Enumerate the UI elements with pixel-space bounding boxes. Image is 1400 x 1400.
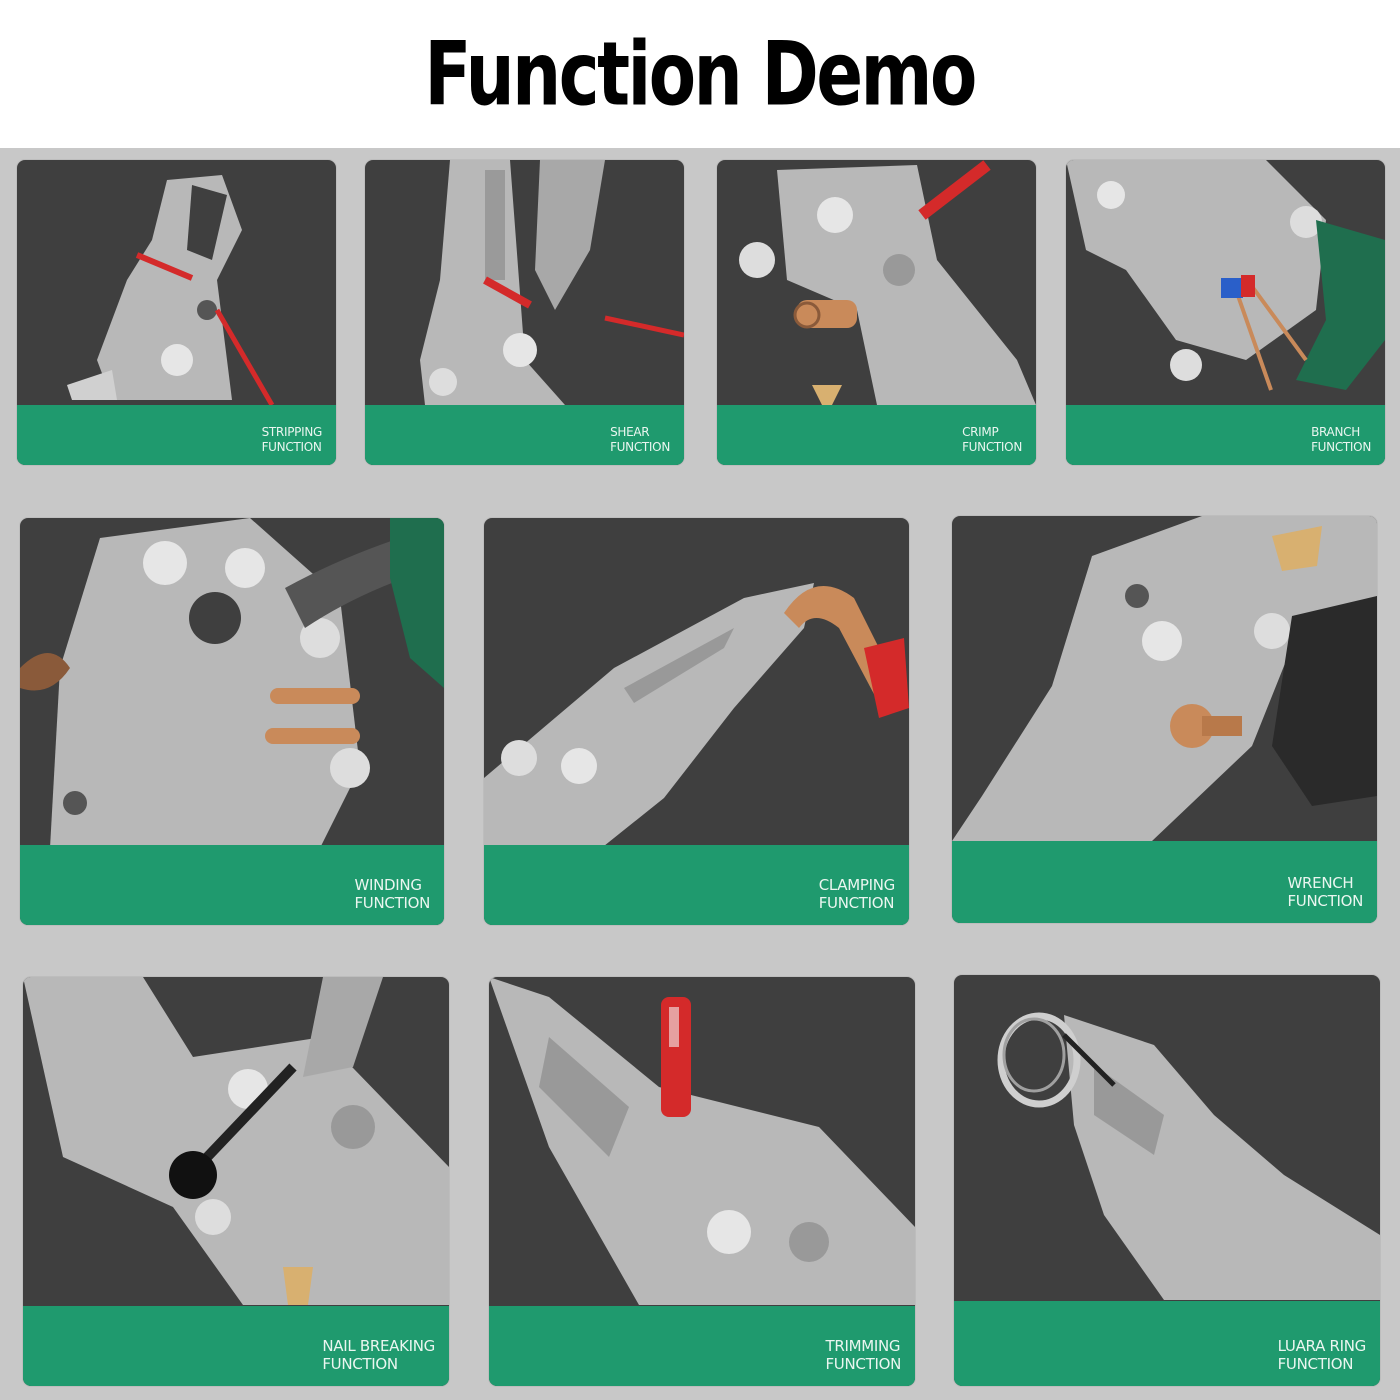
- plier-crimp-icon: [739, 160, 1036, 405]
- card-label: WRENCH FUNCTION: [1287, 873, 1363, 911]
- card-banner: [484, 845, 909, 925]
- card-clamping: CLAMPING FUNCTION: [484, 518, 909, 925]
- plier-nail-breaking-icon: [23, 977, 449, 1305]
- card-banner: [717, 405, 1036, 465]
- card-banner: [952, 841, 1377, 923]
- card-banner: [1066, 405, 1385, 465]
- card-label: LUARA RING FUNCTION: [1277, 1336, 1367, 1374]
- card-banner: [17, 405, 336, 465]
- card-label: TRIMMING FUNCTION: [825, 1336, 901, 1374]
- card-trimming: TRIMMING FUNCTION: [489, 977, 915, 1386]
- card-label: WINDING FUNCTION: [354, 875, 430, 913]
- card-banner: [489, 1306, 915, 1386]
- plier-luara-ring-icon: [997, 1012, 1380, 1300]
- title-bar: Function Demo: [0, 0, 1400, 148]
- card-winding: WINDING FUNCTION: [20, 518, 444, 925]
- page-title: Function Demo: [424, 22, 978, 126]
- card-label: NAIL BREAKING FUNCTION: [322, 1336, 435, 1374]
- card-banner: [20, 845, 444, 925]
- card-banner: [365, 405, 684, 465]
- plier-clamping-icon: [484, 583, 909, 846]
- card-crimp: CRIMP FUNCTION: [717, 160, 1036, 465]
- plier-trimming-icon: [489, 977, 915, 1305]
- plier-winding-icon: [20, 518, 444, 848]
- plier-stripping-icon: [67, 175, 275, 405]
- card-nail-breaking: NAIL BREAKING FUNCTION: [23, 977, 449, 1386]
- plier-wrench-icon: [952, 516, 1377, 841]
- card-banner: [954, 1301, 1380, 1386]
- card-banner: [23, 1306, 449, 1386]
- card-wrench: WRENCH FUNCTION: [952, 516, 1377, 923]
- card-label: CLAMPING FUNCTION: [818, 875, 896, 913]
- card-stripping: STRIPPING FUNCTION: [17, 160, 336, 465]
- plier-shear-icon: [420, 160, 684, 405]
- card-branch: BRANCH FUNCTION: [1066, 160, 1385, 465]
- card-label: BRANCH FUNCTION: [1311, 425, 1371, 454]
- card-label: CRIMP FUNCTION: [962, 425, 1022, 454]
- card-shear: SHEAR FUNCTION: [365, 160, 684, 465]
- card-label: STRIPPING FUNCTION: [261, 425, 323, 454]
- card-luara-ring: LUARA RING FUNCTION: [954, 975, 1380, 1386]
- plier-branch-icon: [1066, 160, 1385, 391]
- card-label: SHEAR FUNCTION: [610, 425, 670, 454]
